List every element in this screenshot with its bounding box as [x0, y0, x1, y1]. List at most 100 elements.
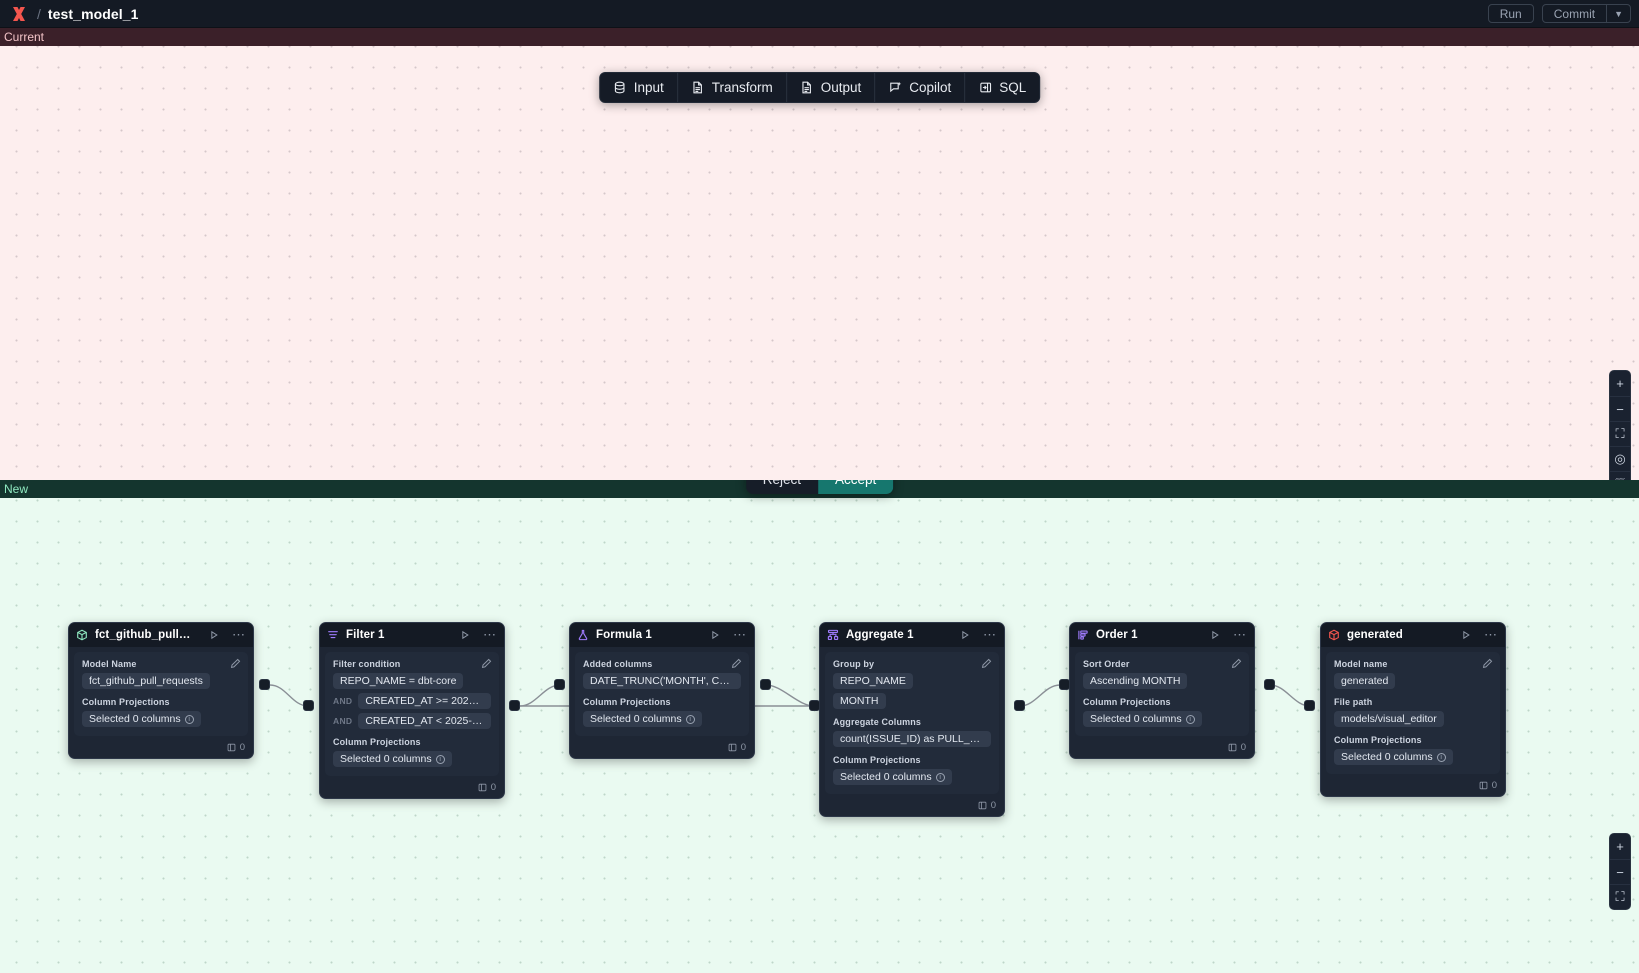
diff-decision-bar[interactable]: Reject Accept: [745, 480, 894, 494]
chevron-down-icon[interactable]: ▼: [1606, 5, 1630, 22]
node-port[interactable]: [1304, 700, 1315, 711]
more-horizontal-icon[interactable]: ⋯: [483, 627, 497, 642]
toolbar-item-input[interactable]: Input: [600, 73, 677, 102]
node-port[interactable]: [1059, 679, 1070, 690]
more-horizontal-icon[interactable]: ⋯: [1233, 627, 1247, 642]
grid-view-icon[interactable]: ▒: [1610, 471, 1630, 480]
value-chip[interactable]: generated: [1334, 673, 1396, 689]
canvas-zoom-controls-new[interactable]: + − ⛶: [1609, 833, 1631, 910]
value-chip[interactable]: count(ISSUE_ID) as PULL_REQUEST_...: [833, 731, 991, 747]
node-header-order1[interactable]: Order 1⋯: [1070, 623, 1254, 647]
top-bar: / test_model_1 Run Commit ▼: [0, 0, 1639, 28]
more-horizontal-icon[interactable]: ⋯: [733, 627, 747, 642]
info-icon[interactable]: i: [1185, 714, 1195, 724]
node-title: fct_github_pull_requests: [95, 629, 195, 641]
node-port[interactable]: [760, 679, 771, 690]
pencil-icon[interactable]: [230, 658, 241, 669]
pencil-icon[interactable]: [1482, 658, 1493, 669]
play-icon[interactable]: [960, 630, 970, 640]
canvas-zoom-controls-current[interactable]: + − ⛶ ◎ ▒: [1609, 370, 1631, 480]
play-icon[interactable]: [460, 630, 470, 640]
value-chip[interactable]: REPO_NAME: [833, 673, 913, 689]
more-horizontal-icon[interactable]: ⋯: [232, 627, 246, 642]
minus-icon[interactable]: −: [1610, 859, 1630, 884]
node-header-aggregate1[interactable]: Aggregate 1⋯: [820, 623, 1004, 647]
node-header-formula1[interactable]: Formula 1⋯: [570, 623, 754, 647]
value-chip[interactable]: Ascending MONTH: [1083, 673, 1188, 689]
play-icon[interactable]: [1461, 630, 1471, 640]
node-port[interactable]: [1014, 700, 1025, 711]
pencil-icon[interactable]: [481, 658, 492, 669]
toolbar-label-transform: Transform: [711, 80, 773, 95]
info-icon[interactable]: i: [184, 714, 194, 724]
plus-icon[interactable]: +: [1616, 839, 1624, 854]
play-icon[interactable]: [710, 630, 720, 640]
play-icon[interactable]: [1210, 630, 1220, 640]
node-port[interactable]: [509, 700, 520, 711]
fit-screen-icon[interactable]: ⛶: [1610, 421, 1630, 446]
node-header-generated[interactable]: generated⋯: [1321, 623, 1505, 647]
toolbar-item-output[interactable]: Output: [785, 73, 875, 102]
toolbar-item-transform[interactable]: Transform: [676, 73, 786, 102]
new-canvas-panel[interactable]: New Reject Accept fct_github_pull_reques…: [0, 480, 1639, 973]
pencil-icon[interactable]: [981, 658, 992, 669]
value-chip[interactable]: CREATED_AT >= 2024-12-01: [358, 693, 491, 709]
value-chip[interactable]: DATE_TRUNC('MONTH', CREATED_AT...: [583, 673, 741, 689]
toolbar-item-copilot[interactable]: Copilot: [874, 73, 964, 102]
node-port[interactable]: [554, 679, 565, 690]
node-section-label: Column Projections: [333, 737, 421, 747]
info-icon[interactable]: i: [1436, 752, 1446, 762]
recenter-icon[interactable]: ◎: [1610, 446, 1630, 471]
node-port[interactable]: [809, 700, 820, 711]
value-chip[interactable]: fct_github_pull_requests: [82, 673, 210, 689]
value-chip[interactable]: MONTH: [833, 693, 886, 709]
node-header-source[interactable]: fct_github_pull_requests ⋯: [69, 623, 253, 647]
pipeline-node-source[interactable]: fct_github_pull_requests⋯Model Namefct_g…: [68, 622, 254, 759]
node-port[interactable]: [259, 679, 270, 690]
app-logo-x-icon[interactable]: [8, 3, 30, 25]
pencil-icon[interactable]: [1231, 658, 1242, 669]
info-icon[interactable]: i: [935, 772, 945, 782]
value-chip[interactable]: models/visual_editor: [1334, 711, 1444, 727]
node-footer-filter1: 0: [320, 781, 504, 798]
info-icon[interactable]: i: [435, 754, 445, 764]
toolbar-item-sql[interactable]: SQL: [964, 73, 1039, 102]
editor-toolbar[interactable]: Input Transform Output: [598, 72, 1041, 103]
value-chip[interactable]: REPO_NAME = dbt-core: [333, 673, 464, 689]
commit-split-button[interactable]: Commit ▼: [1541, 4, 1631, 23]
current-canvas-panel[interactable]: Current Input Transform: [0, 28, 1639, 480]
commit-button[interactable]: Commit: [1553, 6, 1596, 21]
reject-button[interactable]: Reject: [746, 480, 818, 494]
play-icon[interactable]: [209, 630, 219, 640]
info-icon[interactable]: i: [685, 714, 695, 724]
value-chip[interactable]: CREATED_AT < 2025-03-01: [358, 713, 491, 729]
minus-icon[interactable]: −: [1610, 396, 1630, 421]
more-horizontal-icon[interactable]: ⋯: [1484, 627, 1498, 642]
more-horizontal-icon[interactable]: ⋯: [983, 627, 997, 642]
node-section-label: Model name: [1334, 659, 1388, 669]
database-icon: [613, 81, 627, 95]
node-header-filter1[interactable]: Filter 1⋯: [320, 623, 504, 647]
fit-screen-icon[interactable]: ⛶: [1610, 884, 1630, 909]
accept-button[interactable]: Accept: [817, 480, 894, 494]
node-port[interactable]: [303, 700, 314, 711]
node-port[interactable]: [1264, 679, 1275, 690]
plus-icon[interactable]: +: [1616, 376, 1624, 391]
pencil-icon[interactable]: [731, 658, 742, 669]
run-button[interactable]: Run: [1487, 4, 1534, 23]
